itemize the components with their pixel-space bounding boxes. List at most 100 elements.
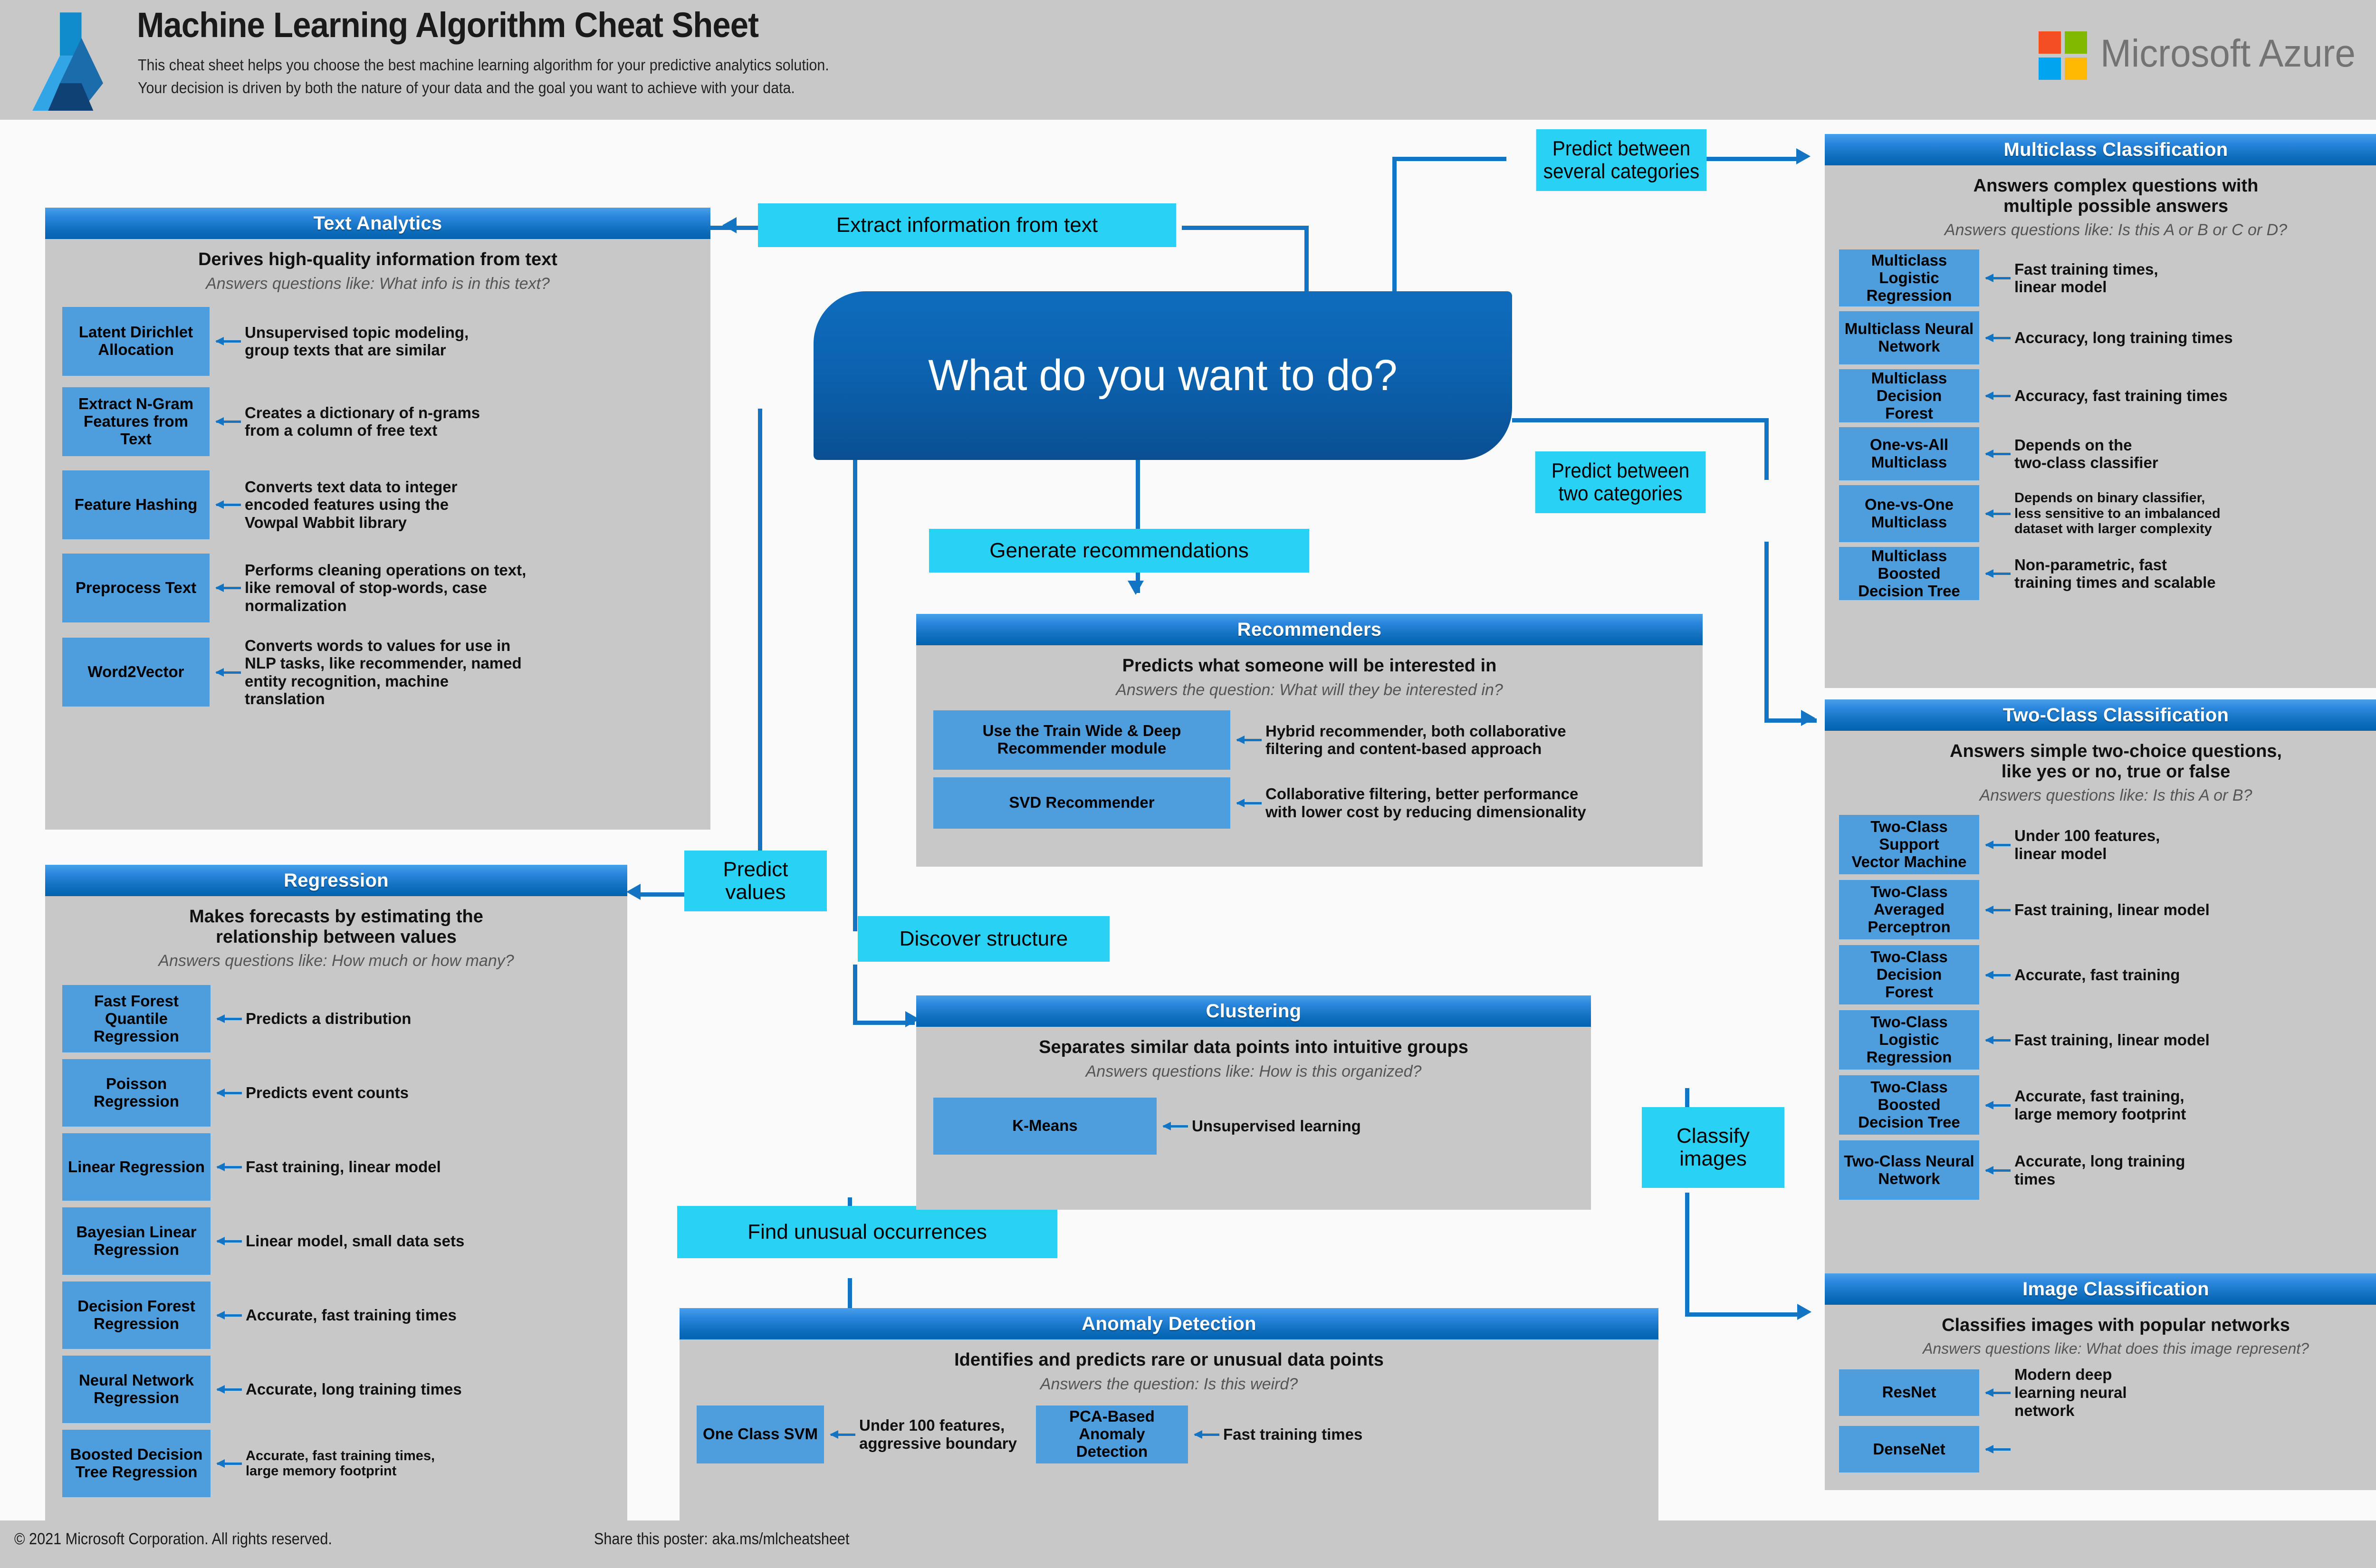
algorithm-note: Hybrid recommender, both collaborative f… xyxy=(1265,722,1566,758)
panel-question: Answers the question: What will they be … xyxy=(1116,680,1503,699)
panel-description: Separates similar data points into intui… xyxy=(1039,1037,1468,1057)
panel-question: Answers questions like: Is this A or B? xyxy=(1979,786,2252,805)
decision-extract-information-from-text[interactable]: Extract information from text xyxy=(758,203,1176,247)
decision-predict-values[interactable]: Predict values xyxy=(684,851,827,911)
decision-label: Generate recommendations xyxy=(989,538,1249,562)
azure-logo-icon xyxy=(32,12,104,111)
algorithm-box[interactable]: Boosted Decision Tree Regression xyxy=(62,1430,211,1498)
algorithm-box[interactable]: One-vs-All Multiclass xyxy=(1839,427,1979,481)
microsoft-squares-icon xyxy=(2039,31,2088,81)
algorithm-note: Fast training, linear model xyxy=(246,1158,441,1176)
algorithm-note: Creates a dictionary of n-grams from a c… xyxy=(245,403,480,440)
arrow-left-icon xyxy=(1979,967,2011,983)
arrow-left-icon xyxy=(1230,732,1262,748)
arrow-left-icon xyxy=(1979,1441,2011,1457)
algorithm-box[interactable]: Feature Hashing xyxy=(62,470,210,539)
arrow-left-icon xyxy=(211,1011,242,1027)
decision-label: Extract information from text xyxy=(836,213,1098,237)
algorithm-box[interactable]: SVD Recommender xyxy=(933,777,1230,829)
algorithm-box[interactable]: Word2Vector xyxy=(62,638,210,707)
algorithm-box[interactable]: Two-Class Neural Network xyxy=(1839,1140,1979,1200)
algorithm-note: Unsupervised learning xyxy=(1192,1117,1361,1135)
algorithm-note: Under 100 features, linear model xyxy=(2014,827,2160,862)
algorithm-box[interactable]: PCA-Based Anomaly Detection xyxy=(1035,1405,1188,1463)
algorithm-note: Accurate, long training times xyxy=(246,1380,462,1398)
arrow-left-icon xyxy=(211,1307,242,1323)
algorithm-box[interactable]: Bayesian Linear Regression xyxy=(62,1207,211,1275)
algorithm-note: Accurate, fast training, large memory fo… xyxy=(2014,1087,2186,1123)
algorithm-box[interactable]: Preprocess Text xyxy=(62,553,210,622)
algorithm-note: Predicts event counts xyxy=(246,1084,409,1102)
panel-title: Multiclass Classification xyxy=(1825,134,2376,165)
algorithm-note: Depends on binary classifier, less sensi… xyxy=(2014,490,2221,537)
arrow-left-icon xyxy=(210,664,241,680)
algorithm-box[interactable]: Neural Network Regression xyxy=(62,1356,211,1424)
decision-predict-between-several-categories[interactable]: Predict between several categories xyxy=(1536,129,1707,191)
arrow-left-icon xyxy=(1979,1097,2011,1113)
arrow-left-icon xyxy=(211,1085,242,1101)
algorithm-box[interactable]: Multiclass Decision Forest xyxy=(1839,369,1979,423)
panel-title: Image Classification xyxy=(1825,1273,2376,1305)
root-decision-node[interactable]: What do you want to do? xyxy=(814,291,1512,460)
arrow-left-icon xyxy=(1157,1118,1188,1134)
panel-description: Derives high-quality information from te… xyxy=(198,249,557,269)
panel-description: Answers simple two-choice questions, lik… xyxy=(1950,741,2282,782)
algorithm-box[interactable]: Two-Class Averaged Perceptron xyxy=(1839,880,1979,940)
algorithm-box[interactable]: Two-Class Logistic Regression xyxy=(1839,1010,1979,1070)
decision-discover-structure[interactable]: Discover structure xyxy=(858,916,1110,962)
panel-clustering: Clustering Separates similar data points… xyxy=(916,995,1591,1210)
panel-regression: Regression Makes forecasts by estimating… xyxy=(45,865,627,1522)
arrow-left-icon xyxy=(211,1233,242,1249)
algorithm-box[interactable]: Multiclass Boosted Decision Tree xyxy=(1839,547,1979,601)
algorithm-box[interactable]: Latent Dirichlet Allocation xyxy=(62,306,210,376)
algorithm-box[interactable]: ResNet xyxy=(1839,1369,1979,1416)
panel-question: Answers the question: Is this weird? xyxy=(1040,1375,1298,1393)
decision-label: Classify images xyxy=(1676,1124,1750,1170)
arrow-left-icon xyxy=(1979,1032,2011,1048)
algorithm-box[interactable]: Fast Forest Quantile Regression xyxy=(62,985,211,1053)
algorithm-note: Accurate, fast training times xyxy=(246,1306,457,1324)
arrow-left-icon xyxy=(1979,388,2011,404)
brand-label: Microsoft Azure xyxy=(2100,32,2356,75)
panel-title: Regression xyxy=(45,865,627,896)
algorithm-box[interactable]: Multiclass Neural Network xyxy=(1839,311,1979,365)
arrow-left-icon xyxy=(211,1381,242,1397)
algorithm-box[interactable]: Linear Regression xyxy=(62,1133,211,1201)
arrow-left-icon xyxy=(1979,902,2011,918)
arrow-left-icon xyxy=(210,333,241,349)
algorithm-note: Unsupervised topic modeling, group texts… xyxy=(245,323,469,359)
panel-multiclass-classification: Multiclass Classification Answers comple… xyxy=(1825,134,2376,688)
algorithm-box[interactable]: Use the Train Wide & Deep Recommender mo… xyxy=(933,710,1230,770)
panel-image-classification: Image Classification Classifies images w… xyxy=(1825,1273,2376,1490)
algorithm-box[interactable]: One Class SVM xyxy=(697,1405,824,1463)
algorithm-box[interactable]: Poisson Regression xyxy=(62,1059,211,1127)
arrow-left-icon xyxy=(1979,565,2011,582)
decision-find-unusual-occurrences[interactable]: Find unusual occurrences xyxy=(677,1206,1057,1258)
decision-generate-recommendations[interactable]: Generate recommendations xyxy=(929,529,1309,573)
panel-question: Answers questions like: How is this orga… xyxy=(1085,1062,1422,1080)
algorithm-note: Linear model, small data sets xyxy=(246,1232,465,1250)
arrow-left-icon xyxy=(1979,270,2011,286)
arrow-left-icon xyxy=(211,1159,242,1175)
arrow-left-icon xyxy=(210,580,241,596)
algorithm-box[interactable]: Two-Class Boosted Decision Tree xyxy=(1839,1075,1979,1135)
algorithm-note: Non-parametric, fast training times and … xyxy=(2014,555,2216,592)
arrow-left-icon xyxy=(1979,1162,2011,1178)
decision-label: Predict between two categories xyxy=(1551,459,1690,505)
algorithm-box[interactable]: Extract N-Gram Features from Text xyxy=(62,387,210,456)
algorithm-box[interactable]: Two-Class Decision Forest xyxy=(1839,945,1979,1005)
algorithm-box[interactable]: One-vs-One Multiclass xyxy=(1839,485,1979,543)
decision-classify-images[interactable]: Classify images xyxy=(1642,1107,1784,1188)
algorithm-box[interactable]: Multiclass Logistic Regression xyxy=(1839,249,1979,307)
algorithm-box[interactable]: K-Means xyxy=(933,1097,1157,1155)
algorithm-note: Under 100 features, aggressive boundary xyxy=(859,1416,1017,1452)
algorithm-note: Accurate, long training times xyxy=(2014,1152,2185,1188)
panel-question: Answers questions like: Is this A or B o… xyxy=(1944,221,2288,239)
algorithm-box[interactable]: DenseNet xyxy=(1839,1426,1979,1473)
poster-header: Machine Learning Algorithm Cheat Sheet T… xyxy=(0,0,2376,120)
decision-label: Find unusual occurrences xyxy=(747,1220,987,1243)
algorithm-box[interactable]: Decision Forest Regression xyxy=(62,1281,211,1349)
algorithm-box[interactable]: Two-Class Support Vector Machine xyxy=(1839,815,1979,875)
decision-predict-between-two-categories[interactable]: Predict between two categories xyxy=(1535,451,1706,513)
arrow-left-icon xyxy=(1188,1426,1219,1443)
